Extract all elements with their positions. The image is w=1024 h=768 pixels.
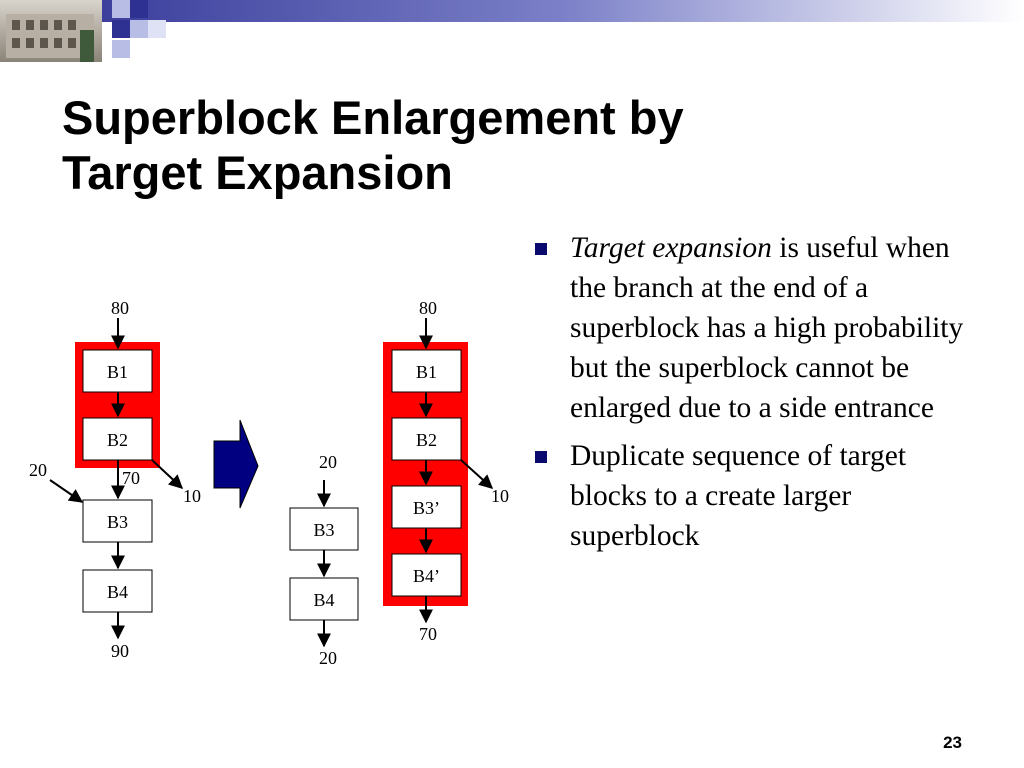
block-b4 <box>82 569 153 613</box>
copy-cfg: 20 B3 B4 20 <box>289 452 359 668</box>
block-label: B4 <box>107 582 128 602</box>
edge-label: 90 <box>111 641 129 661</box>
block-label: B1 <box>107 362 128 382</box>
block-label: B2 <box>107 430 128 450</box>
block-label: B3’ <box>413 498 440 518</box>
bullet-text: is useful when the branch at the end of … <box>570 232 964 424</box>
left-cfg: 80 B1 B2 70 10 20 B3 B4 90 <box>29 298 201 661</box>
edge-label: 20 <box>319 648 337 668</box>
bullet-list: Target expansion is useful when the bran… <box>535 228 975 564</box>
edge-label: 20 <box>29 460 47 480</box>
edge-label: 10 <box>183 486 201 506</box>
edge-label: 20 <box>319 452 337 472</box>
block-b3 <box>82 499 153 543</box>
block-b3-prime <box>391 485 462 529</box>
block-label: B1 <box>416 362 437 382</box>
bullet-item: Duplicate sequence of target blocks to a… <box>535 436 975 556</box>
decorative-squares <box>112 0 166 58</box>
enlarged-superblock: 80 B1 B2 10 B3’ B4’ 70 <box>383 298 509 644</box>
title-line-2: Target Expansion <box>62 146 453 199</box>
bullet-text: Duplicate sequence of target blocks to a… <box>570 440 907 552</box>
block-b4-copy <box>289 577 359 621</box>
bullet-item: Target expansion is useful when the bran… <box>535 228 975 428</box>
building-photo-icon <box>0 0 102 62</box>
block-b3-copy <box>289 507 359 551</box>
title-line-1: Superblock Enlargement by <box>62 91 684 144</box>
block-label: B2 <box>416 430 437 450</box>
slide-number: 23 <box>943 733 962 752</box>
header-banner <box>0 0 1024 62</box>
block-label: B3 <box>313 520 334 540</box>
superblock-diagram: 80 B1 B2 70 10 20 B3 B4 90 20 B3 B4 20 <box>29 298 509 668</box>
block-b4-prime <box>391 553 462 597</box>
bullet-square-icon <box>535 451 547 463</box>
edge-label: 70 <box>419 624 437 644</box>
bullet-italic: Target expansion <box>570 232 772 264</box>
edge-label: 80 <box>419 298 437 318</box>
block-label: B4’ <box>413 566 440 586</box>
slide-title: Superblock Enlargement by Target Expansi… <box>62 90 962 200</box>
bullet-square-icon <box>535 243 547 255</box>
block-b2 <box>391 417 462 461</box>
edge-label: 10 <box>491 486 509 506</box>
edge-label: 70 <box>122 468 140 488</box>
block-b1 <box>82 349 153 393</box>
right-arrow-icon <box>213 419 259 509</box>
block-b1 <box>391 349 462 393</box>
block-label: B3 <box>107 512 128 532</box>
block-label: B4 <box>313 590 334 610</box>
edge-label: 80 <box>111 298 129 318</box>
